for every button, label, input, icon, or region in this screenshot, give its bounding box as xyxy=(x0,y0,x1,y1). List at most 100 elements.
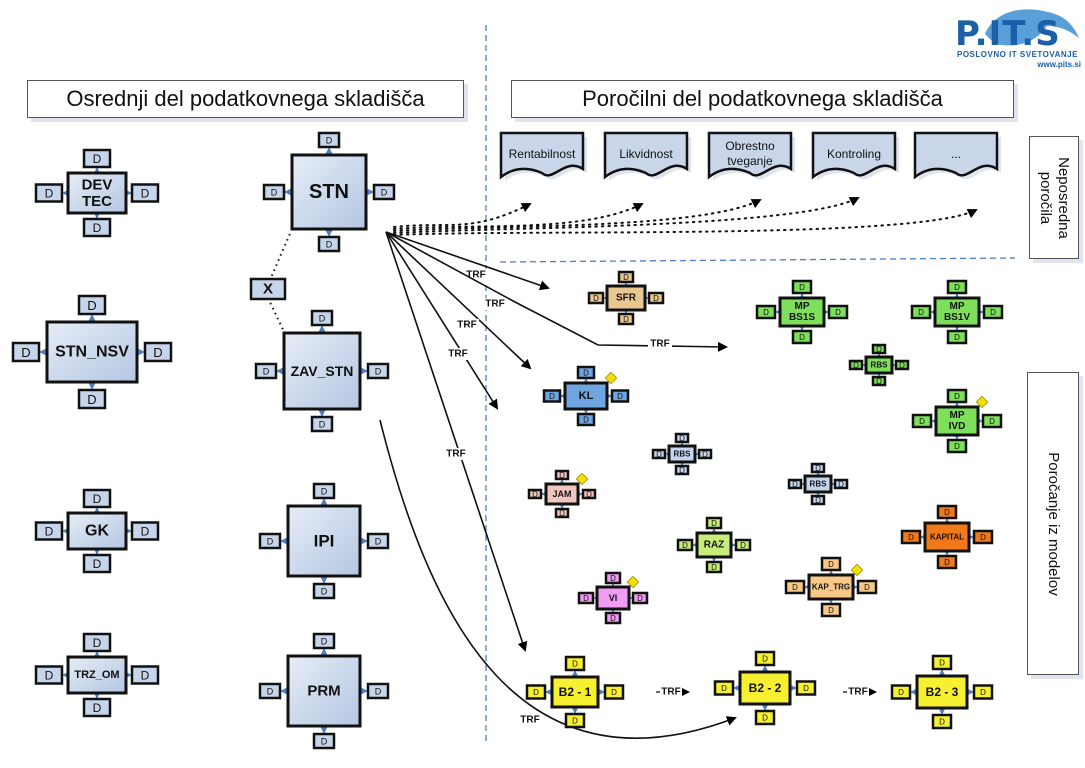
dimension-right[interactable]: D xyxy=(972,684,994,700)
dimension-left[interactable]: D xyxy=(784,579,806,595)
dimension-bottom[interactable]: D xyxy=(564,712,586,729)
dimension-bottom[interactable]: D xyxy=(82,553,112,574)
dimension-left[interactable]: D xyxy=(848,359,864,371)
entity-box[interactable] xyxy=(933,296,981,328)
entity-box[interactable] xyxy=(66,511,128,551)
entity-box[interactable] xyxy=(778,296,826,328)
entity-box[interactable] xyxy=(595,585,631,611)
dimension-right[interactable]: D xyxy=(833,478,849,490)
dimension-bottom[interactable]: D xyxy=(871,375,887,387)
dimension-right[interactable]: D xyxy=(981,413,1003,429)
dimension-left[interactable]: D xyxy=(787,478,803,490)
entity-box[interactable] xyxy=(934,405,980,437)
dimension-bottom[interactable]: D xyxy=(946,329,968,345)
pits-logo[interactable]: P.IT.S POSLOVNO IT SVETOVANJE www.pits.s… xyxy=(955,4,1083,72)
dimension-bottom[interactable]: D xyxy=(791,329,813,345)
dimension-top[interactable]: D xyxy=(810,462,826,474)
dimension-right[interactable]: D xyxy=(795,680,817,696)
entity-box[interactable] xyxy=(66,171,128,215)
dimension-top[interactable]: D xyxy=(317,131,341,149)
report-document[interactable]: Likvidnost xyxy=(603,131,691,181)
dimension-left[interactable]: D xyxy=(542,389,562,403)
dimension-left[interactable]: D xyxy=(651,448,667,460)
dimension-bottom[interactable]: D xyxy=(936,554,958,570)
exclusion-marker[interactable]: X xyxy=(249,277,287,301)
dimension-top[interactable]: D xyxy=(604,571,622,585)
dimension-right[interactable]: D xyxy=(581,488,597,500)
dimension-right[interactable]: D xyxy=(143,341,173,363)
dimension-left[interactable]: D xyxy=(258,682,282,700)
dimension-top[interactable]: D xyxy=(576,365,596,380)
entity-box[interactable] xyxy=(563,381,609,411)
dimension-bottom[interactable]: D xyxy=(82,697,112,718)
dimension-bottom[interactable]: D xyxy=(820,602,842,618)
entity-box[interactable] xyxy=(738,670,792,706)
dimension-left[interactable]: D xyxy=(911,413,933,429)
dimension-left[interactable]: D xyxy=(34,665,64,685)
dimension-right[interactable]: D xyxy=(603,684,625,700)
dimension-right[interactable]: D xyxy=(130,183,160,203)
entity-box[interactable] xyxy=(66,655,128,695)
dimension-top[interactable]: D xyxy=(754,650,776,667)
dimension-bottom[interactable]: D xyxy=(946,438,968,454)
entity-box[interactable] xyxy=(605,284,647,312)
dimension-top[interactable]: D xyxy=(82,632,112,653)
report-document[interactable]: Rentabilnost xyxy=(499,131,587,181)
dimension-left[interactable]: D xyxy=(254,362,278,380)
dimension-top[interactable]: D xyxy=(82,148,112,169)
dimension-left[interactable]: D xyxy=(910,304,932,320)
entity-box[interactable] xyxy=(544,482,580,506)
dimension-bottom[interactable]: D xyxy=(705,560,723,574)
dimension-left[interactable]: D xyxy=(676,538,694,552)
dimension-bottom[interactable]: D xyxy=(82,217,112,238)
dimension-right[interactable]: D xyxy=(982,304,1004,320)
dimension-top[interactable]: D xyxy=(946,388,968,404)
entity-box[interactable] xyxy=(915,674,969,710)
dimension-bottom[interactable]: D xyxy=(312,732,336,750)
dimension-top[interactable]: D xyxy=(312,632,336,650)
dimension-right[interactable]: D xyxy=(372,183,396,201)
entity-box[interactable] xyxy=(923,521,971,553)
dimension-top[interactable]: D xyxy=(77,294,107,316)
dimension-top[interactable]: D xyxy=(82,488,112,509)
dimension-top[interactable]: D xyxy=(946,279,968,295)
entity-box[interactable] xyxy=(803,474,833,494)
dimension-bottom[interactable]: D xyxy=(312,582,336,600)
dimension-right[interactable]: D xyxy=(697,448,713,460)
dimension-bottom[interactable]: D xyxy=(674,464,690,476)
dimension-left[interactable]: D xyxy=(258,532,282,550)
dimension-right[interactable]: D xyxy=(610,389,630,403)
dimension-top[interactable]: D xyxy=(617,270,635,284)
dimension-left[interactable]: D xyxy=(262,183,286,201)
dimension-top[interactable]: D xyxy=(936,504,958,520)
dimension-bottom[interactable]: D xyxy=(310,415,334,433)
dimension-right[interactable]: D xyxy=(647,291,665,305)
entity-box[interactable] xyxy=(286,504,362,578)
dimension-top[interactable]: D xyxy=(312,482,336,500)
entity-box[interactable] xyxy=(550,675,600,709)
dimension-right[interactable]: D xyxy=(894,359,910,371)
dimension-left[interactable]: D xyxy=(713,680,735,696)
dimension-top[interactable]: D xyxy=(564,655,586,672)
dimension-right[interactable]: D xyxy=(366,682,390,700)
dimension-left[interactable]: D xyxy=(900,529,922,545)
dimension-left[interactable]: D xyxy=(577,591,595,605)
